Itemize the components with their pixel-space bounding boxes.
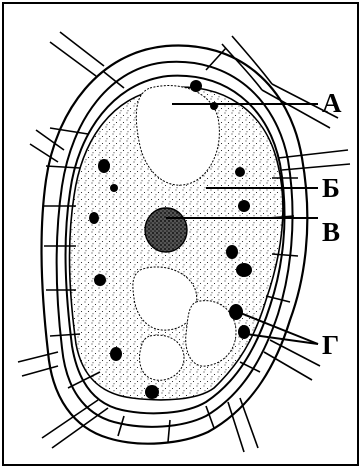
label-v: В — [322, 217, 340, 247]
label-b: Б — [322, 173, 340, 203]
label-a: А — [322, 88, 342, 118]
label-g: Г — [322, 330, 339, 360]
nucleus — [145, 208, 187, 252]
